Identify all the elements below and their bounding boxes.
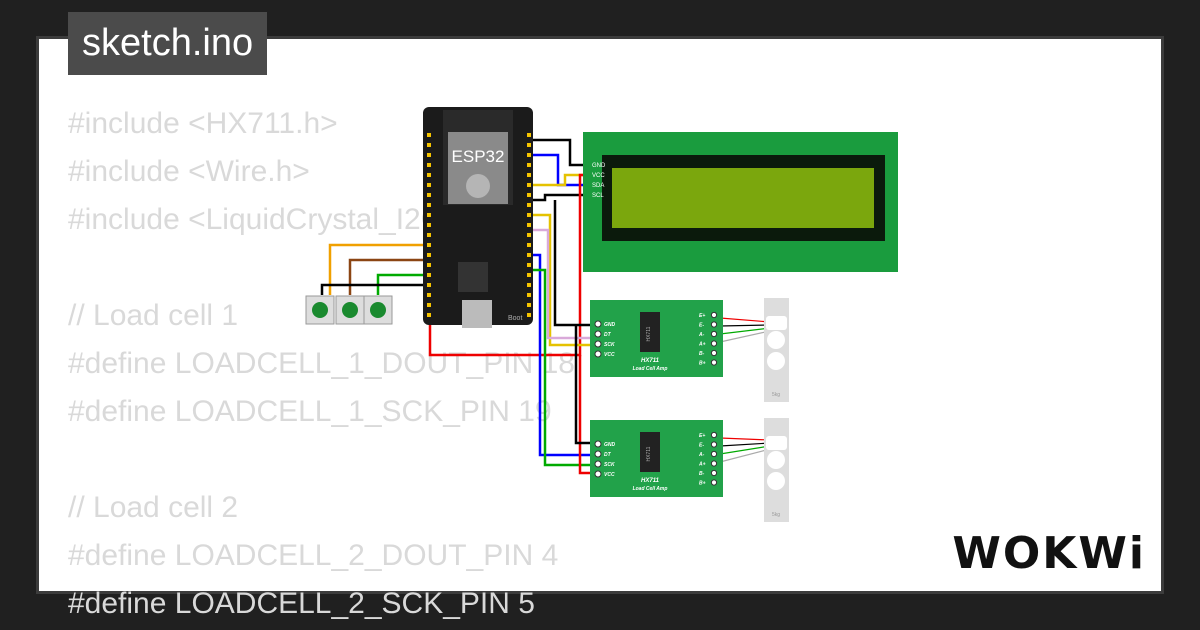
hx711-left-pin-label: GND [604,442,616,448]
hx711-right-pin-label: B+ [699,481,706,487]
hx711-right-pin [710,330,718,338]
push-buttons [305,295,393,325]
hx711-right-pin-label: E- [699,443,704,449]
hx711-right-pin-label: A- [698,452,705,458]
hx711-chip-label: HX711 [646,326,652,341]
hx711-right-pin-label: B+ [699,361,706,367]
code-line: #include <Wire.h> [68,155,310,188]
code-line: #define LOADCELL_1_DOUT_PIN 18 [68,347,575,380]
hx711-right-pin [710,441,718,448]
hx711-right-pin-label: E- [699,323,704,329]
hx711-right-pin-label: E+ [699,313,705,319]
hx711-left-pin-label: DT [604,452,612,458]
load-cell: 5kg [764,418,789,522]
hx711-left-pin [594,330,602,338]
boot-label: Boot [508,315,522,322]
code-line: #define LOADCELL_2_SCK_PIN 5 [68,587,535,620]
hx711-chip-label: HX711 [646,446,652,461]
hx711-title: HX711 [641,358,660,364]
code-line: #include <HX711.h> [68,107,338,140]
hx711-subtitle: Load Cell Amp [633,366,668,372]
hx711-subtitle: Load Cell Amp [633,486,668,492]
hx711-left-pin-label: SCK [604,462,615,468]
esp32-label: ESP32 [452,147,505,166]
hx711-right-pin-label: A- [698,332,705,338]
hx711-right-pin [710,460,718,467]
hx711-right-pin-label: B- [699,471,705,477]
code-line: // Load cell 2 [68,491,239,524]
hx711-left-pin [594,440,602,448]
esp32-board: ESP32 Boot [423,107,533,328]
code-line: // Load cell 1 [68,299,239,332]
hx711-right-pin [710,311,718,319]
hx711-right-pin [710,431,718,439]
hx711-right-pin [710,340,718,347]
code-line: #define LOADCELL_1_SCK_PIN 19 [68,395,552,428]
lcd-pin-label: VCC [592,173,605,179]
load-cell: 5kg [764,298,789,402]
code-line: #define LOADCELL_2_DOUT_PIN 4 [68,539,559,572]
hx711-left-pin-label: VCC [604,352,615,358]
load-cell-label: 5kg [772,392,780,398]
hx711-left-pin [594,320,602,328]
hx711-right-pin [710,469,718,477]
hx711-left-pin [594,450,602,458]
hx711-left-pin [594,350,602,358]
hx711-right-pin [710,349,718,357]
hx711-right-pin-label: B- [699,351,705,357]
hx711-left-pin [594,470,602,478]
lcd-display: GND VCC SDA SCL [583,132,898,272]
hx711-left-pin-label: VCC [604,472,615,478]
hx711-right-pin-label: A+ [698,342,706,348]
hx711-right-pin [710,321,718,328]
hx711-right-pin [710,479,718,486]
hx711-left-pin [594,340,602,348]
hx711-right-pin [710,450,718,458]
file-tab[interactable]: sketch.ino [68,12,268,75]
lcd-pin-label: SDA [592,183,604,189]
hx711-right-pin [710,359,718,366]
hx711-title: HX711 [641,478,660,484]
hx711-left-pin-label: DT [604,332,612,338]
hx711-left-pin-label: SCK [604,342,615,348]
lcd-pin-label: SCL [592,193,604,199]
hx711-left-pin-label: GND [604,322,616,328]
hx711-left-pin [594,460,602,468]
lcd-pin-label: GND [592,163,606,169]
load-cell-label: 5kg [772,512,780,518]
wokwi-logo: WOKWi [952,528,1146,579]
hx711-right-pin-label: A+ [698,462,706,468]
hx711-right-pin-label: E+ [699,433,705,439]
